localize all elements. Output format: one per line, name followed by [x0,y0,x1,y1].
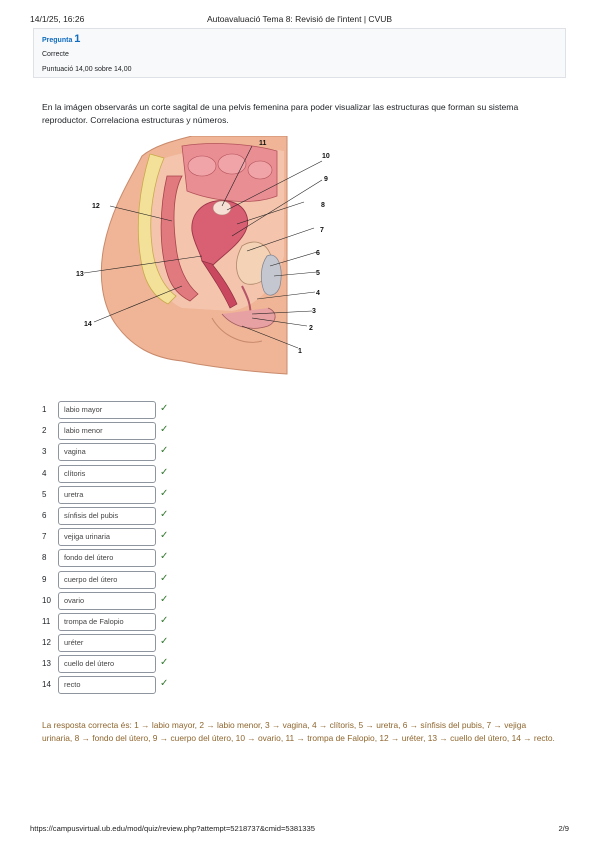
answer-select-14[interactable]: recto [58,676,156,695]
answer-select-11[interactable]: trompa de Falopio [58,612,156,631]
check-icon: ✓ [160,572,169,584]
answer-list: 1 labio mayor ✓ 2 labio menor ✓ 3 vagina… [42,401,202,698]
answer-row-4: 4 clítoris ✓ [42,464,202,483]
figure-label-3: 3 [312,308,316,315]
check-icon: ✓ [160,657,169,669]
check-icon: ✓ [160,508,169,520]
answer-number: 10 [42,595,51,605]
check-icon: ✓ [160,636,169,648]
check-icon: ✓ [160,424,169,436]
question-number-value: 1 [74,33,81,45]
answer-number: 9 [42,574,47,584]
answer-select-12[interactable]: uréter [58,634,156,653]
answer-row-9: 9 cuerpo del útero ✓ [42,570,202,589]
answer-row-14: 14 recto ✓ [42,676,202,695]
answer-select-4[interactable]: clítoris [58,464,156,483]
question-state: Correcte [42,51,69,58]
pelvis-sagittal-figure: 11 10 9 8 7 6 5 4 3 2 1 12 13 14 [72,136,347,376]
question-info-box: Pregunta 1 Correcte Puntuació 14,00 sobr… [33,28,566,78]
check-icon: ✓ [160,678,169,690]
answer-select-13[interactable]: cuello del útero [58,655,156,674]
correct-answer-feedback: La resposta correcta és: 1 → labio mayor… [42,720,555,744]
figure-label-5: 5 [316,270,320,277]
answer-number: 8 [42,553,47,563]
check-icon: ✓ [160,593,169,605]
print-datetime: 14/1/25, 16:26 [30,14,85,24]
answer-row-11: 11 trompa de Falopio ✓ [42,612,202,631]
answer-select-1[interactable]: labio mayor [58,401,156,419]
answer-number: 5 [42,489,47,499]
figure-label-11: 11 [259,140,267,147]
answer-select-9[interactable]: cuerpo del útero [58,570,156,589]
print-header: 14/1/25, 16:26 Autoavaluació Tema 8: Rev… [30,14,569,26]
answer-row-12: 12 uréter ✓ [42,634,202,653]
answer-select-2[interactable]: labio menor [58,422,156,441]
answer-number: 14 [42,680,51,690]
answer-row-5: 5 uretra ✓ [42,485,202,504]
figure-label-1: 1 [298,348,302,355]
answer-row-13: 13 cuello del útero ✓ [42,655,202,674]
answer-number: 6 [42,510,47,520]
figure-label-7: 7 [320,227,324,234]
question-grade: Puntuació 14,00 sobre 14,00 [42,66,132,73]
check-icon: ✓ [160,445,169,457]
figure-label-2: 2 [309,325,313,332]
answer-select-10[interactable]: ovario [58,591,156,610]
figure-label-8: 8 [321,202,325,209]
answer-number: 12 [42,638,51,648]
answer-row-10: 10 ovario ✓ [42,591,202,610]
figure-label-6: 6 [316,250,320,257]
print-page-number: 2/9 [558,824,569,833]
question-number: Pregunta 1 [42,33,81,45]
pelvis-illustration: 11 10 9 8 7 6 5 4 3 2 1 12 13 14 [76,136,330,375]
answer-select-5[interactable]: uretra [58,485,156,504]
answer-number: 3 [42,447,47,457]
answer-row-8: 8 fondo del útero ✓ [42,549,202,568]
figure-label-10: 10 [322,153,330,160]
figure-label-13: 13 [76,271,84,278]
answer-row-2: 2 labio menor ✓ [42,422,202,441]
answer-number: 2 [42,426,47,436]
figure-label-14: 14 [84,321,92,328]
answer-row-7: 7 vejiga urinaria ✓ [42,528,202,547]
answer-number: 7 [42,532,47,542]
answer-row-3: 3 vagina ✓ [42,443,202,462]
check-icon: ✓ [160,614,169,626]
answer-select-3[interactable]: vagina [58,443,156,462]
answer-select-8[interactable]: fondo del útero [58,549,156,568]
check-icon: ✓ [160,530,169,542]
answer-row-1: 1 labio mayor ✓ [42,401,202,419]
answer-select-7[interactable]: vejiga urinaria [58,528,156,547]
figure-label-12: 12 [92,203,100,210]
answer-row-6: 6 sínfisis del pubis ✓ [42,506,202,525]
question-text: En la imágen observarás un corte sagital… [42,102,519,125]
check-icon: ✓ [160,551,169,563]
answer-select-6[interactable]: sínfisis del pubis [58,506,156,525]
check-icon: ✓ [160,403,169,414]
print-url: https://campusvirtual.ub.edu/mod/quiz/re… [30,824,315,833]
answer-number: 11 [42,616,51,626]
figure-label-4: 4 [316,290,320,297]
check-icon: ✓ [160,487,169,499]
answer-number: 13 [42,659,51,669]
answer-number: 1 [42,405,47,414]
check-icon: ✓ [160,466,169,478]
print-page-title: Autoavaluació Tema 8: Revisió de l'inten… [206,14,393,24]
figure-label-9: 9 [324,176,328,183]
answer-number: 4 [42,468,47,478]
